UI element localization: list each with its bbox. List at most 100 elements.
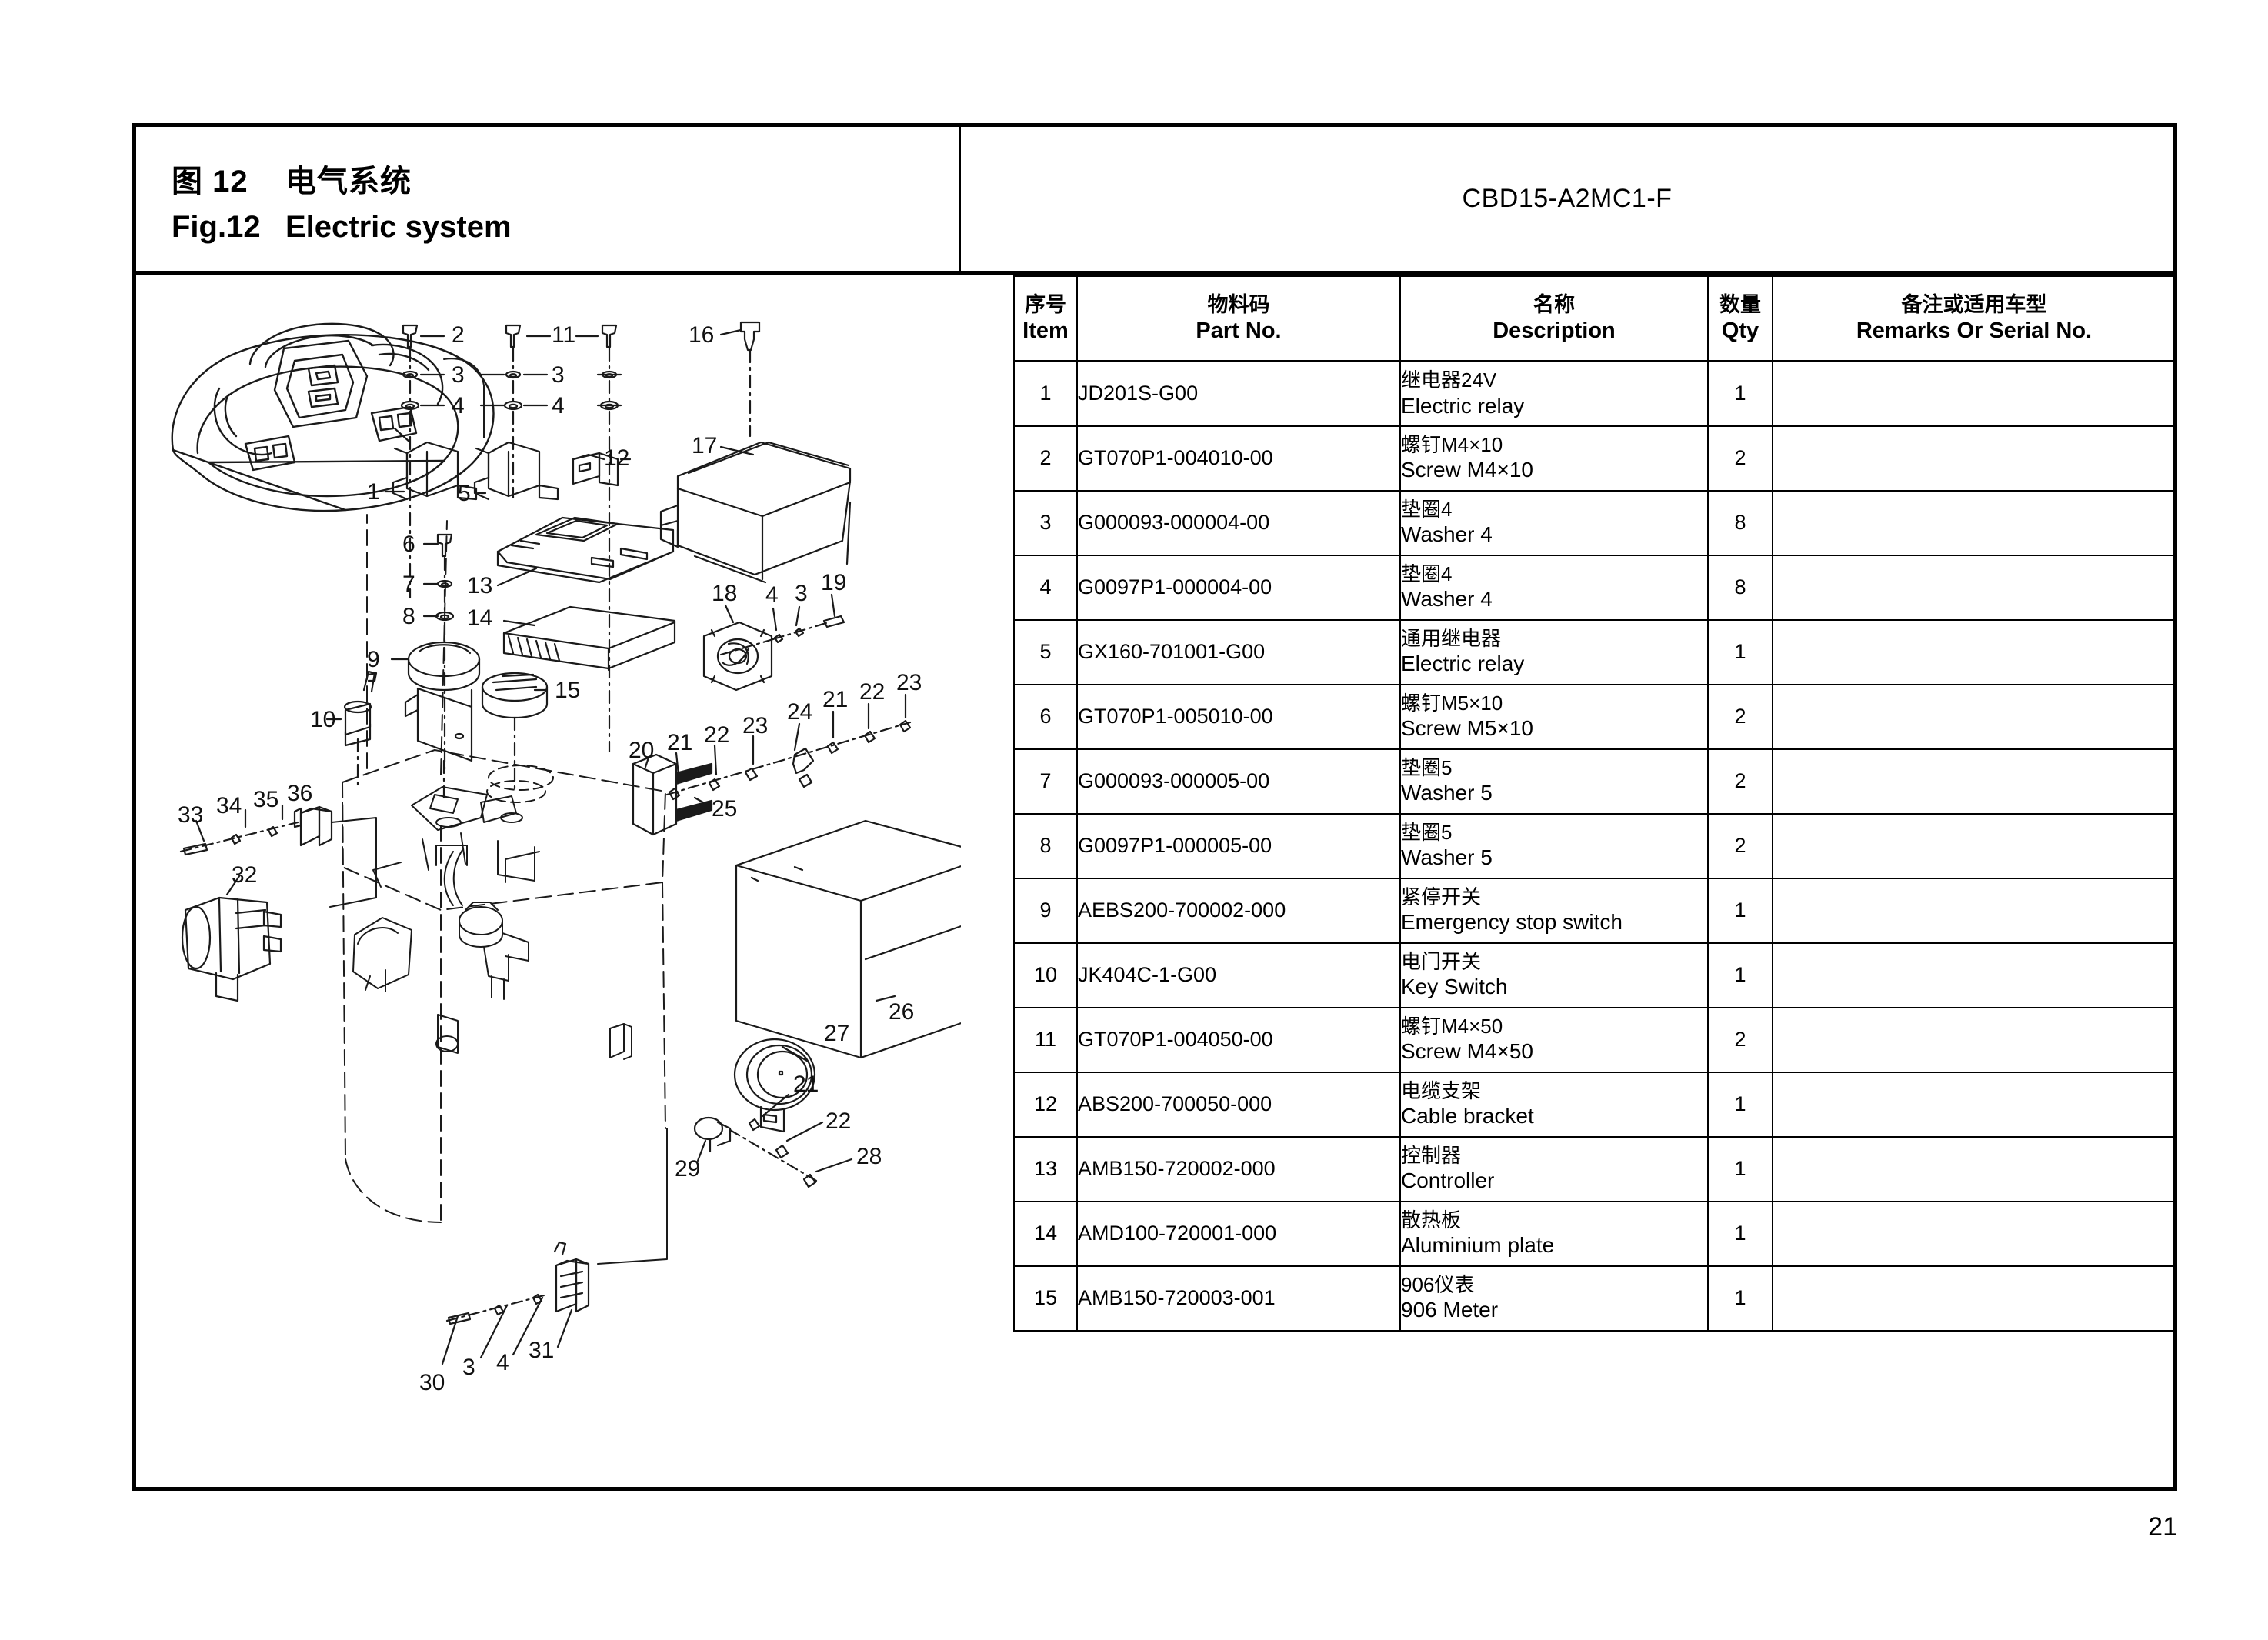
cell-description-cn: 螺钉M5×10 (1401, 691, 1503, 715)
callout-29: 29 (675, 1156, 700, 1182)
cell-part-no: AMD100-720001-000 (1076, 1200, 1401, 1267)
cell-item: 11 (1013, 1006, 1078, 1073)
callout-3d: 3 (462, 1355, 475, 1380)
cell-description-en: Screw M5×10 (1401, 716, 1533, 741)
cell-qty: 2 (1707, 683, 1773, 750)
callout-1: 1 (367, 479, 380, 505)
meter-15-part (481, 672, 549, 793)
fastener-stack-right (599, 324, 619, 753)
aluminium-plate-14-part (502, 605, 676, 672)
column-header-description: 名称 Description (1399, 275, 1709, 362)
cell-description-cn: 垫圈4 (1401, 497, 1453, 521)
cell-description-cn: 906仪表 (1401, 1272, 1475, 1296)
callout-3a: 3 (452, 362, 465, 388)
bolt-16-part (739, 321, 761, 438)
horn-27-part (733, 1038, 816, 1133)
chassis-outline (342, 514, 666, 1223)
cell-description-en: Electric relay (1401, 652, 1525, 676)
model-block: CBD15-A2MC1-F (961, 127, 2173, 271)
cell-part-no: G0097P1-000004-00 (1076, 554, 1401, 621)
cell-remarks (1772, 748, 2176, 815)
cell-remarks (1772, 1071, 2176, 1138)
cell-description-cn: 继电器24V (1401, 368, 1497, 392)
cell-qty: 1 (1707, 360, 1773, 427)
cell-remarks (1772, 812, 2176, 879)
column-header-qty-en: Qty (1721, 318, 1759, 343)
cell-part-no: GT070P1-005010-00 (1076, 683, 1401, 750)
cell-description-en: Controller (1401, 1168, 1495, 1193)
cell-description-en: Electric relay (1401, 393, 1525, 418)
controller-17-part (659, 441, 852, 584)
cell-qty: 1 (1707, 1200, 1773, 1267)
callout-21c: 21 (793, 1072, 819, 1097)
callout-20: 20 (629, 738, 654, 763)
cell-item: 8 (1013, 812, 1078, 879)
callout-33: 33 (178, 802, 203, 828)
figure-label-english: Fig.12 (172, 210, 261, 244)
cell-remarks (1772, 1265, 2176, 1332)
cell-description-en: Washer 5 (1401, 781, 1493, 805)
cell-description-en: Washer 5 (1401, 845, 1493, 870)
cell-remarks (1772, 489, 2176, 556)
callout-22a: 22 (859, 679, 885, 705)
cell-description-cn: 螺钉M4×10 (1401, 432, 1503, 456)
cable-routing (372, 845, 540, 888)
callout-3b: 3 (552, 362, 565, 388)
cell-item: 4 (1013, 554, 1078, 621)
page-number: 21 (2148, 1512, 2177, 1542)
cell-item: 14 (1013, 1200, 1078, 1267)
callout-28: 28 (856, 1144, 882, 1169)
cell-description-en: Emergency stop switch (1401, 910, 1623, 935)
column-header-part-no: 物料码 Part No. (1076, 275, 1401, 362)
callout-23a: 23 (896, 670, 922, 695)
assembly-drawing-svg: 2 11 16 3 3 4 4 17 12 1 5 6 7 13 (171, 321, 961, 1395)
cell-remarks (1772, 942, 2176, 1008)
relay-5-part (473, 441, 559, 501)
callout-19: 19 (821, 570, 846, 595)
cell-description-en: Screw M4×10 (1401, 458, 1533, 482)
fastener-stack-left (400, 324, 420, 599)
callout-22b: 22 (704, 722, 729, 748)
callout-5: 5 (458, 481, 471, 506)
cell-remarks (1772, 683, 2176, 750)
callout-34: 34 (216, 793, 242, 818)
callout-26: 26 (889, 999, 914, 1025)
cell-description-cn: 通用继电器 (1401, 626, 1502, 650)
meter-13-part (496, 516, 675, 584)
cell-part-no: GT070P1-004010-00 (1076, 425, 1401, 492)
lever-20-part (632, 753, 713, 836)
callout-4d: 4 (496, 1350, 509, 1375)
cell-qty: 1 (1707, 1071, 1773, 1138)
cell-qty: 2 (1707, 425, 1773, 492)
callout-14: 14 (467, 605, 492, 631)
cell-qty: 1 (1707, 1135, 1773, 1202)
callout-30: 30 (419, 1370, 445, 1395)
column-header-description-en: Description (1493, 318, 1616, 343)
cell-item: 15 (1013, 1265, 1078, 1332)
callout-17: 17 (692, 433, 717, 458)
cell-description-en: Washer 4 (1401, 587, 1493, 612)
